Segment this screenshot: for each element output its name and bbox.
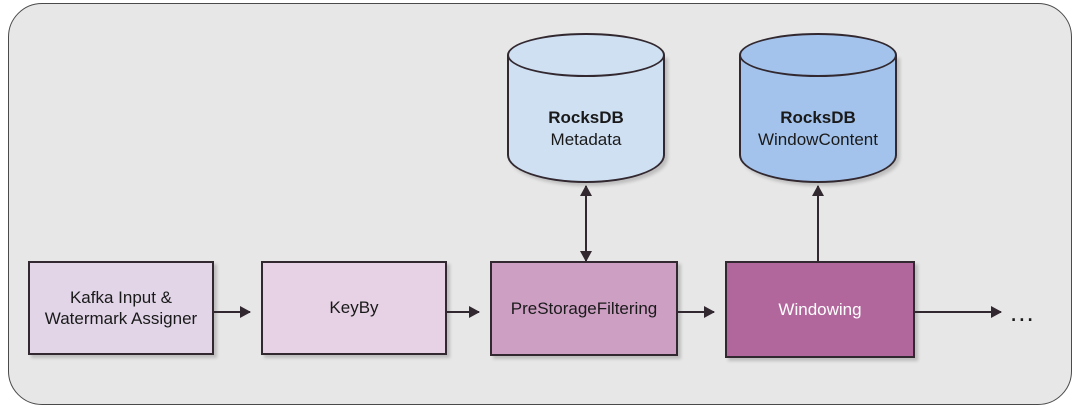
cylinder-top-ellipse bbox=[739, 33, 897, 77]
downstream-ellipsis: ... bbox=[1010, 297, 1035, 327]
edge-windowing-to-downstream bbox=[915, 306, 1002, 318]
node-kafka-input-line1: Kafka Input & bbox=[69, 287, 173, 307]
node-kafka-input-line2: Watermark Assigner bbox=[44, 309, 198, 328]
node-windowing[interactable]: Windowing bbox=[725, 261, 915, 358]
node-keyby[interactable]: KeyBy bbox=[261, 261, 447, 355]
datastore-windowcontent-label: RocksDB WindowContent bbox=[739, 107, 897, 151]
edge-windowing-to-windowcontent bbox=[812, 185, 824, 261]
edge-prestorage-to-metadata-bidirectional bbox=[580, 185, 592, 262]
datastore-metadata-title: RocksDB bbox=[548, 108, 624, 127]
node-prestorage-filtering-label: PreStorageFiltering bbox=[510, 298, 658, 318]
node-kafka-input[interactable]: Kafka Input & Watermark Assigner bbox=[28, 261, 214, 355]
cylinder-top-ellipse bbox=[507, 33, 665, 77]
edge-keyby-to-prestorage bbox=[447, 306, 480, 318]
node-prestorage-filtering[interactable]: PreStorageFiltering bbox=[490, 261, 678, 356]
node-keyby-label: KeyBy bbox=[329, 298, 379, 318]
datastore-rocksdb-metadata[interactable]: RocksDB Metadata bbox=[507, 33, 665, 183]
datastore-rocksdb-windowcontent[interactable]: RocksDB WindowContent bbox=[739, 33, 897, 183]
datastore-windowcontent-title: RocksDB bbox=[780, 108, 856, 127]
datastore-metadata-subtitle: Metadata bbox=[550, 130, 622, 150]
datastore-metadata-label: RocksDB Metadata bbox=[507, 107, 665, 151]
node-kafka-input-label: Kafka Input & Watermark Assigner bbox=[39, 287, 203, 330]
datastore-windowcontent-subtitle: WindowContent bbox=[757, 130, 878, 150]
node-windowing-label: Windowing bbox=[778, 299, 862, 319]
edge-prestorage-to-windowing bbox=[678, 306, 715, 318]
edge-kafka-to-keyby bbox=[214, 306, 251, 318]
